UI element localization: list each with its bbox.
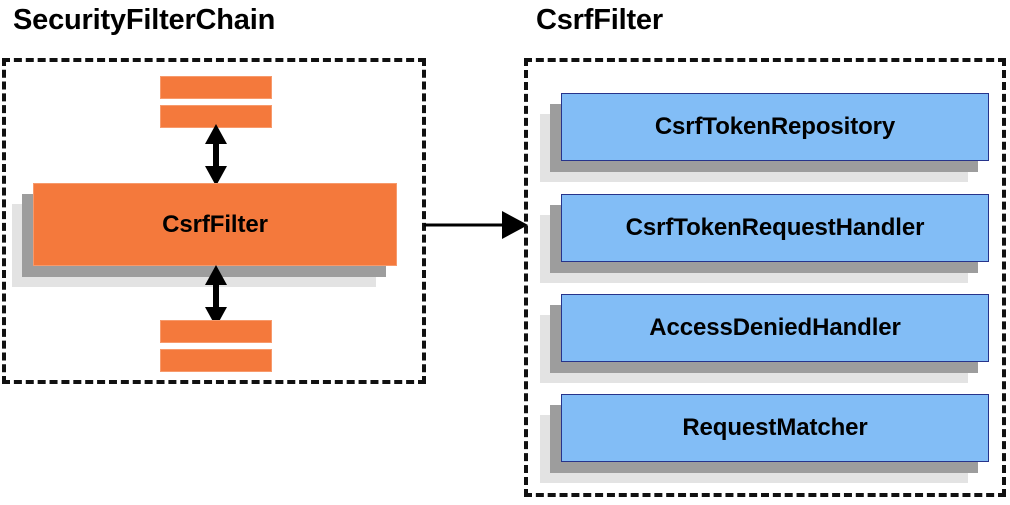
panel-security-filter-chain bbox=[2, 58, 426, 384]
component-label: AccessDeniedHandler bbox=[649, 314, 901, 341]
filter-stub-bottom-2 bbox=[160, 349, 272, 372]
component-face: AccessDeniedHandler bbox=[561, 294, 989, 362]
filter-stub-bottom-1 bbox=[160, 320, 272, 343]
page-title-security-filter-chain: SecurityFilterChain bbox=[13, 4, 276, 36]
component-face: CsrfTokenRepository bbox=[561, 93, 989, 161]
component-requestmatcher[interactable]: RequestMatcher bbox=[540, 394, 989, 483]
component-label: CsrfFilter bbox=[162, 210, 268, 238]
component-face: RequestMatcher bbox=[561, 394, 989, 462]
expansion-arrow bbox=[424, 211, 528, 239]
page-title-csrffilter: CsrfFilter bbox=[536, 4, 663, 36]
component-csrffilter[interactable]: CsrfFilter bbox=[12, 183, 397, 287]
component-accessdeniedhandler[interactable]: AccessDeniedHandler bbox=[540, 294, 989, 383]
double-arrow-above-csrffilter bbox=[205, 124, 227, 186]
panel-csrffilter bbox=[524, 58, 1006, 497]
double-arrow-below-csrffilter bbox=[205, 265, 227, 327]
component-face: CsrfFilter bbox=[33, 183, 397, 266]
component-csrftokenrepository[interactable]: CsrfTokenRepository bbox=[540, 93, 989, 182]
filter-stub-top-1 bbox=[160, 76, 272, 99]
component-label: RequestMatcher bbox=[682, 414, 868, 441]
component-face: CsrfTokenRequestHandler bbox=[561, 194, 989, 262]
component-csrftokenrequesthandler[interactable]: CsrfTokenRequestHandler bbox=[540, 194, 989, 283]
component-label: CsrfTokenRepository bbox=[654, 113, 896, 140]
component-label: CsrfTokenRequestHandler bbox=[625, 214, 925, 241]
